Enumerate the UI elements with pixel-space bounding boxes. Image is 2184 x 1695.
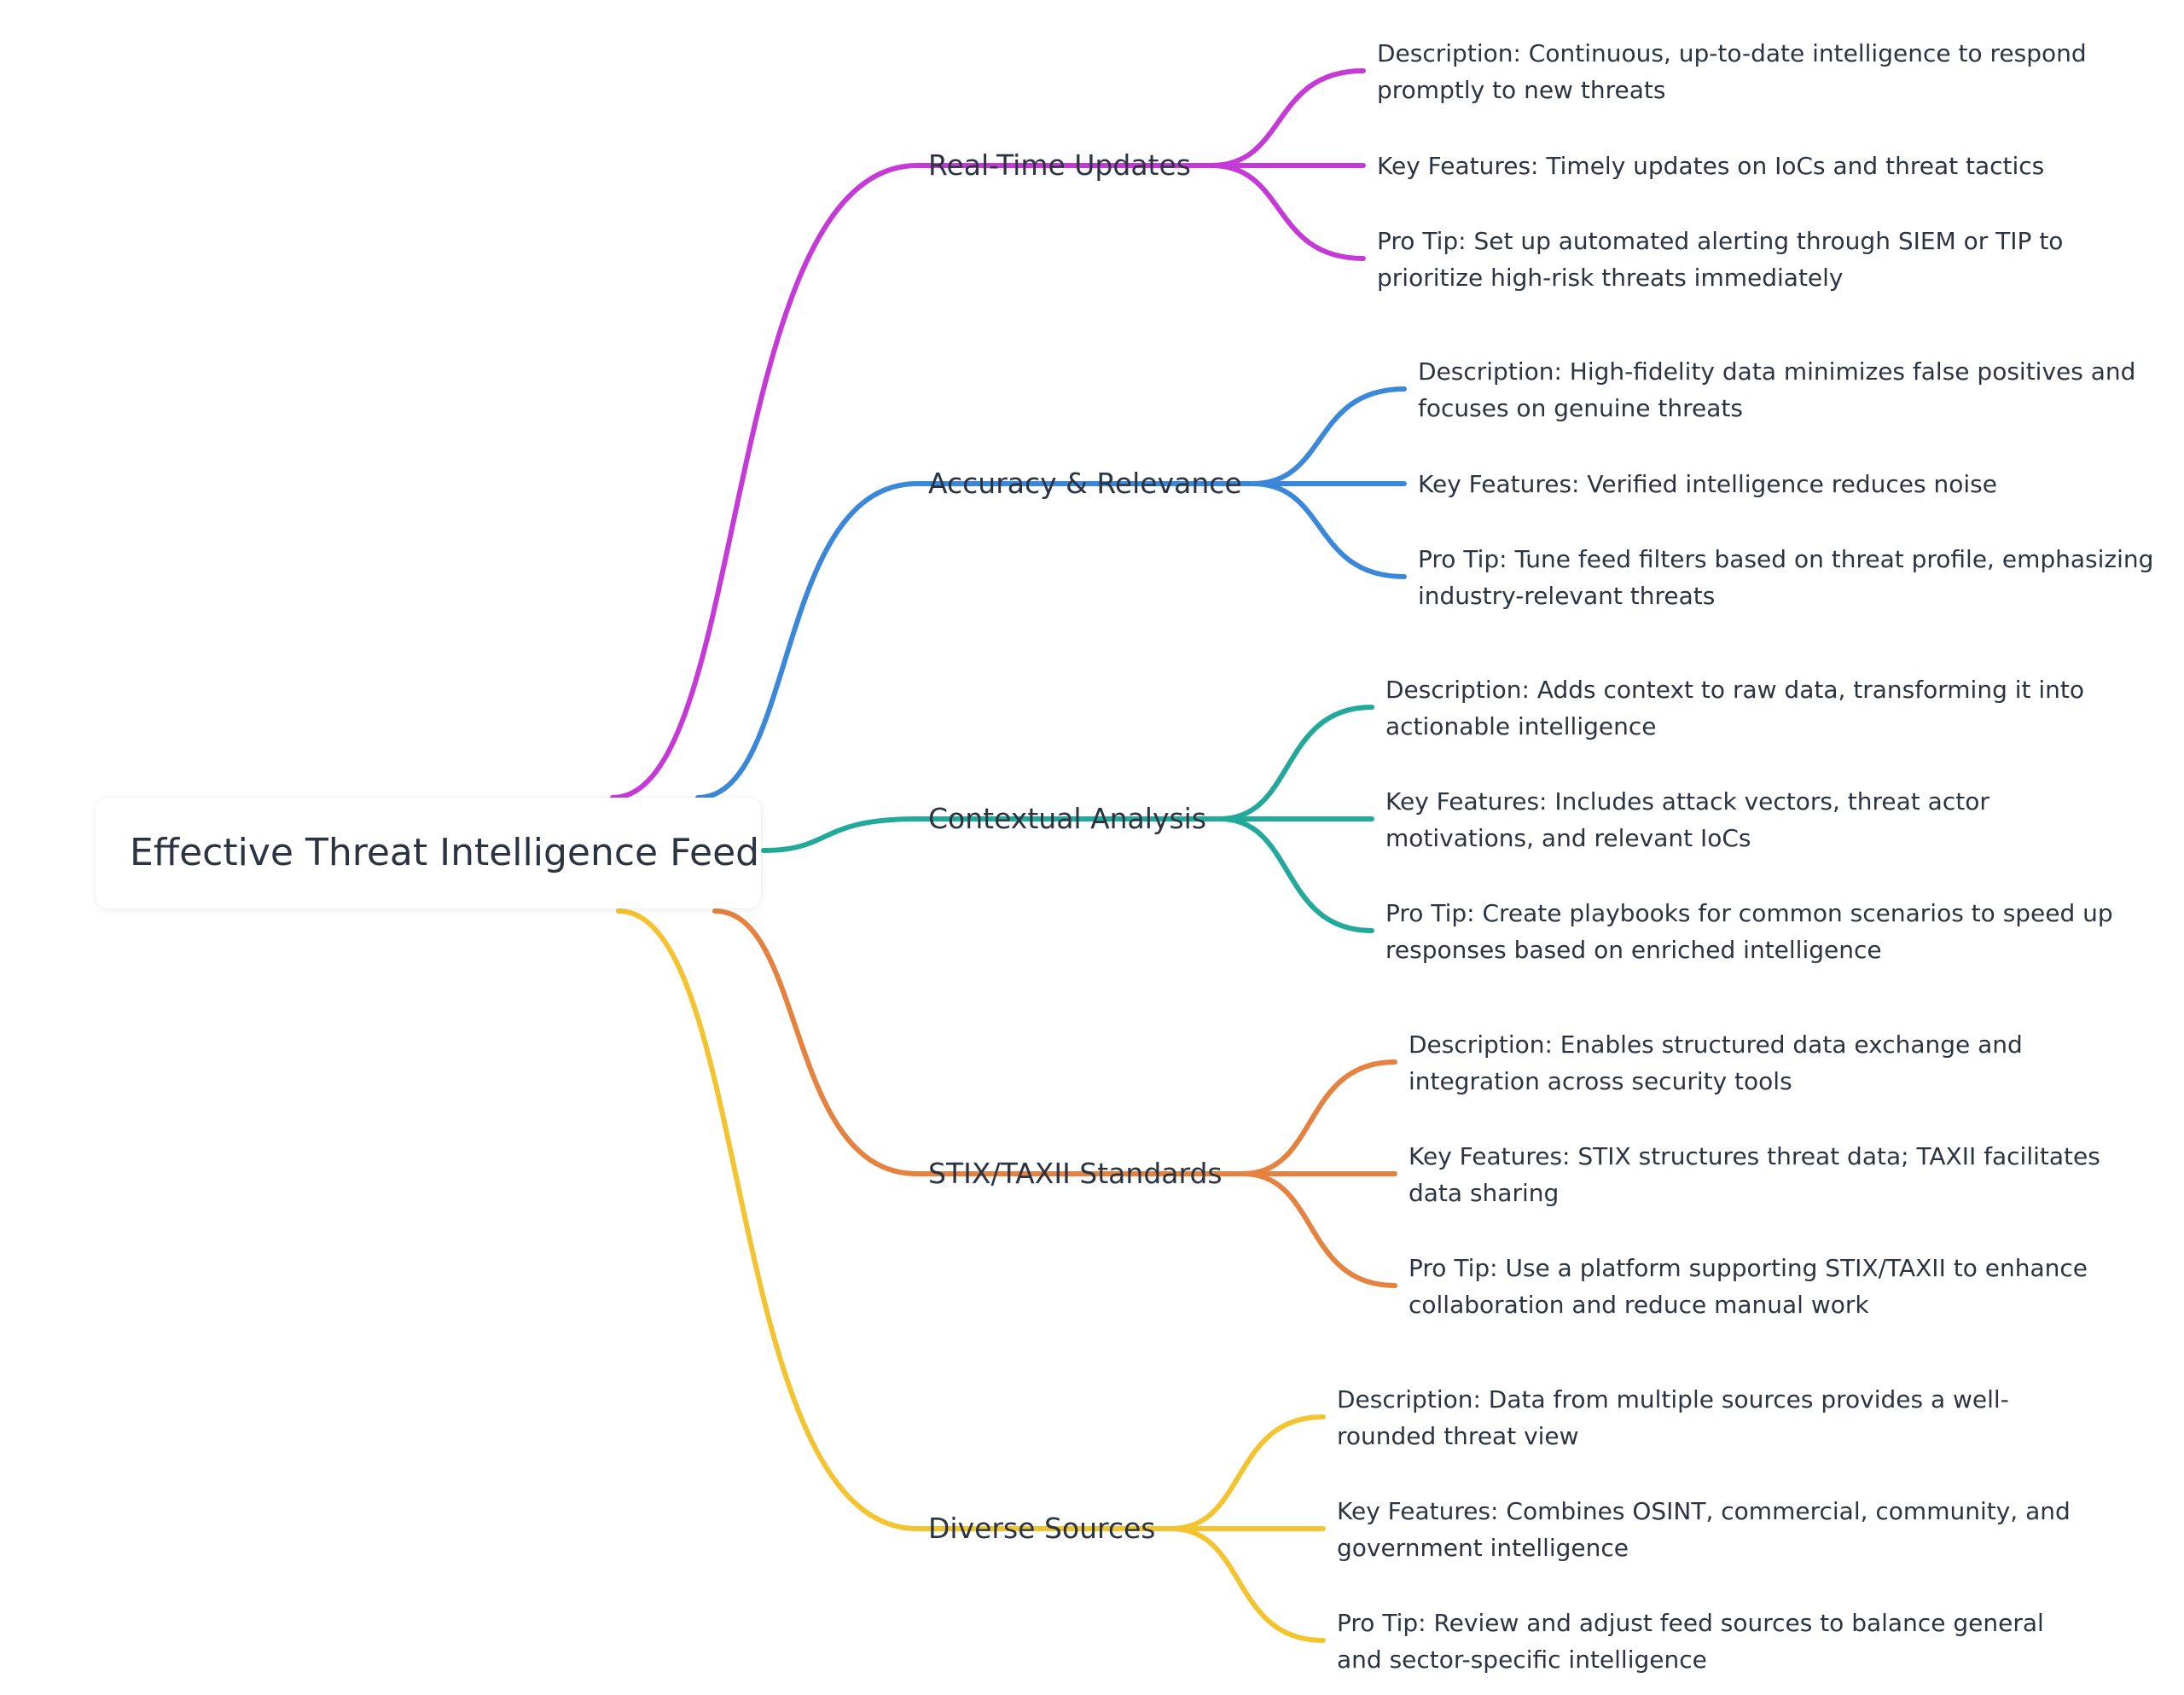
leaf-stix-taxii-key-features[interactable]: Key Features: STIX structures threat dat… <box>1409 1142 2100 1207</box>
branch-contextual-analysis[interactable]: Contextual Analysis <box>928 802 1207 835</box>
leaf-accuracy-relevance-key-features[interactable]: Key Features: Verified intelligence redu… <box>1418 470 1997 498</box>
branch-to-leaf-connector <box>1209 163 1366 261</box>
branch-to-leaf-connector <box>1217 705 1374 821</box>
leaf-real-time-updates-key-features[interactable]: Key Features: Timely updates on IoCs and… <box>1377 152 2045 180</box>
root-to-branch-connector <box>761 816 920 853</box>
root-to-branch-connector <box>712 908 920 1176</box>
branch-to-leaf-connector <box>1209 68 1366 168</box>
leaf-stix-taxii-pro-tip[interactable]: Pro Tip: Use a platform supporting STIX/… <box>1409 1254 2088 1319</box>
branch-to-leaf-connector <box>1217 816 1374 933</box>
leaf-real-time-updates-pro-tip[interactable]: Pro Tip: Set up automated alerting throu… <box>1377 227 2064 292</box>
branch-to-leaf-connector <box>1169 1414 1326 1531</box>
leaf-diverse-sources-key-features[interactable]: Key Features: Combines OSINT, commercial… <box>1337 1497 2071 1562</box>
leaf-contextual-analysis-description[interactable]: Description: Adds context to raw data, t… <box>1385 676 2085 740</box>
branch-stix-taxii-standards[interactable]: STIX/TAXII Standards <box>928 1157 1223 1190</box>
branch-to-leaf-connector <box>1240 1059 1397 1176</box>
branch-to-leaf-connector <box>1240 1171 1397 1288</box>
branch-to-leaf-connector <box>1250 481 1407 579</box>
leaf-contextual-analysis-key-features[interactable]: Key Features: Includes attack vectors, t… <box>1385 787 1989 852</box>
leaf-accuracy-relevance-description[interactable]: Description: High-fidelity data minimize… <box>1418 357 2136 422</box>
leaf-stix-taxii-description[interactable]: Description: Enables structured data exc… <box>1409 1030 2023 1095</box>
branch-diverse-sources[interactable]: Diverse Sources <box>928 1512 1156 1545</box>
leaf-contextual-analysis-pro-tip[interactable]: Pro Tip: Create playbooks for common sce… <box>1385 899 2113 964</box>
leaf-diverse-sources-pro-tip[interactable]: Pro Tip: Review and adjust feed sources … <box>1337 1609 2044 1674</box>
leaf-accuracy-relevance-pro-tip[interactable]: Pro Tip: Tune feed filters based on thre… <box>1418 545 2154 610</box>
root-node[interactable] <box>96 798 761 908</box>
root-to-branch-connector <box>610 163 920 800</box>
branch-to-leaf-connector <box>1169 1526 1326 1643</box>
leaf-real-time-updates-description[interactable]: Description: Continuous, up-to-date inte… <box>1377 39 2087 104</box>
root-to-branch-connector <box>695 481 920 800</box>
leaf-diverse-sources-description[interactable]: Description: Data from multiple sources … <box>1337 1385 2009 1450</box>
root-to-branch-connector <box>616 908 920 1531</box>
branch-accuracy-relevance[interactable]: Accuracy & Relevance <box>928 467 1242 500</box>
branch-real-time-updates[interactable]: Real-Time Updates <box>928 148 1191 182</box>
root-node-label: Effective Threat Intelligence Feed <box>130 831 760 874</box>
branch-to-leaf-connector <box>1250 386 1407 486</box>
